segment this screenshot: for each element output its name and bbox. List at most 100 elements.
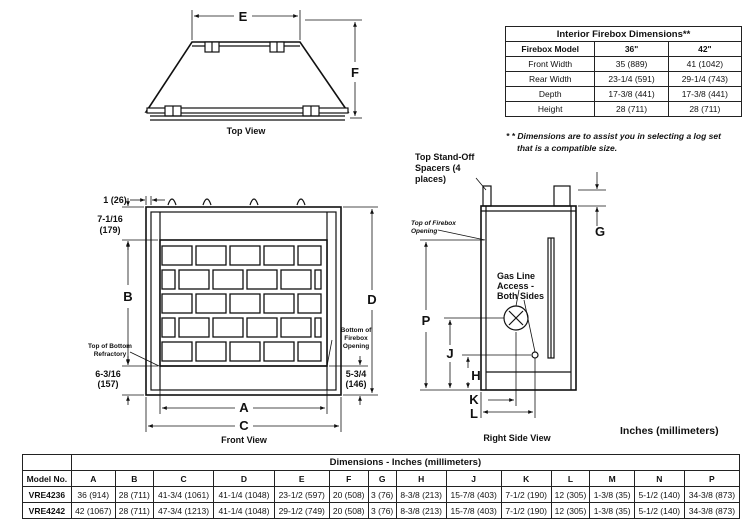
table-header: B xyxy=(114,470,154,487)
table-cell: 8-3/8 (213) xyxy=(395,502,447,519)
brick xyxy=(195,293,227,314)
firebox-table-title: Interior Firebox Dimensions** xyxy=(505,26,742,42)
note-line-2: that is a compatible size. xyxy=(517,143,618,153)
brick xyxy=(161,317,176,338)
dim-g-label: G xyxy=(595,224,605,239)
table-row: Depth 17-3/8 (441) 17-3/8 (441) xyxy=(504,86,743,102)
table-cell: 12 (305) xyxy=(550,486,591,503)
table-cell: 34-3/8 (873) xyxy=(683,502,741,519)
dim-j-label: J xyxy=(446,346,453,361)
table-header: Firebox Model xyxy=(504,41,596,57)
brick xyxy=(297,341,322,362)
table-cell: 23-1/2 (597) xyxy=(273,486,330,503)
table-cell: Front Width xyxy=(504,56,596,72)
brick xyxy=(212,317,244,338)
firebox-open-label-2: Firebox xyxy=(344,335,368,342)
front-view-dimensions xyxy=(122,196,378,432)
brick xyxy=(161,269,176,290)
dim-l-label: L xyxy=(470,406,478,421)
table-cell: 15-7/8 (403) xyxy=(445,502,502,519)
table-cell: Depth xyxy=(504,86,596,102)
dimensions-table-title: Dimensions - Inches (millimeters) xyxy=(70,454,741,471)
brick xyxy=(246,317,278,338)
table-cell: 20 (508) xyxy=(328,486,369,503)
model-number-cell: VRE4236 xyxy=(22,486,72,503)
table-header: H xyxy=(395,470,447,487)
table-cell: 17-3/8 (441) xyxy=(594,86,669,102)
table-header: M xyxy=(589,470,635,487)
table-cell: 41-3/4 (1061) xyxy=(152,486,215,503)
spacers-label-2: Spacers (4 xyxy=(415,163,461,173)
table-cell: 29-1/2 (749) xyxy=(273,502,330,519)
table-header: N xyxy=(633,470,685,487)
table-header: D xyxy=(213,470,275,487)
table-cell: 3 (76) xyxy=(367,502,397,519)
units-label: Inches (millimeters) xyxy=(620,425,719,437)
table-cell: 20 (508) xyxy=(328,502,369,519)
refractory-label-2: Refractory xyxy=(94,351,127,358)
table-cell: 7-1/2 (190) xyxy=(500,486,552,503)
log-set-note: * * Dimensions are to assist you in sele… xyxy=(506,130,746,154)
table-cell: 47-3/4 (1213) xyxy=(152,502,215,519)
side-view-dimensions xyxy=(420,172,606,418)
table-header: C xyxy=(152,470,215,487)
table-cell: 41-1/4 (1048) xyxy=(213,502,275,519)
table-header: G xyxy=(367,470,397,487)
table-cell: 41-1/4 (1048) xyxy=(213,486,275,503)
table-cell: 34-3/8 (873) xyxy=(683,486,741,503)
dim-5-label: 5-3/4 xyxy=(346,369,367,379)
dim-a-label: A xyxy=(239,400,249,415)
refractory-label-1: Top of Bottom xyxy=(88,343,132,350)
note-line-1: * * Dimensions are to assist you in sele… xyxy=(506,131,721,141)
table-cell: 36 (914) xyxy=(70,486,116,503)
table-header: L xyxy=(550,470,591,487)
brick xyxy=(263,293,295,314)
table-row: Rear Width 23-1/4 (591) 29-1/4 (743) xyxy=(504,71,743,87)
firebox-dimensions-table: Interior Firebox Dimensions** Firebox Mo… xyxy=(504,26,743,117)
table-cell: 12 (305) xyxy=(550,502,591,519)
top-view-dim-e: E xyxy=(239,9,248,24)
table-cell: 5-1/2 (140) xyxy=(633,502,685,519)
table-cell: 23-1/4 (591) xyxy=(594,71,669,87)
table-cell: Rear Width xyxy=(504,71,596,87)
firebox-open-label-3: Opening xyxy=(343,343,369,350)
brick xyxy=(314,269,322,290)
table-cell: 3 (76) xyxy=(367,486,397,503)
table-cell: Height xyxy=(504,101,596,117)
table-header: Model No. xyxy=(22,470,72,487)
dim-5-mm-label: (146) xyxy=(345,379,366,389)
brick xyxy=(297,293,322,314)
spacers-label-1: Top Stand-Off xyxy=(415,152,475,162)
dim-c-label: C xyxy=(239,418,249,433)
table-cell: 28 (711) xyxy=(114,486,154,503)
gas-line-label-3: Both Sides xyxy=(497,291,544,301)
brick xyxy=(246,269,278,290)
table-cell: 1-3/8 (35) xyxy=(589,502,635,519)
dim-p-label: P xyxy=(422,313,431,328)
gas-line-label-2: Access - xyxy=(497,281,534,291)
table-header: E xyxy=(273,470,330,487)
dim-1-label: 1 (26) xyxy=(103,195,127,205)
table-header: P xyxy=(683,470,741,487)
table-cell: 1-3/8 (35) xyxy=(589,486,635,503)
top-firebox-label-2: Opening xyxy=(411,228,437,235)
dim-d-label: D xyxy=(367,292,376,307)
table-cell: 28 (711) xyxy=(114,502,154,519)
brick xyxy=(263,245,295,266)
dim-h-label: H xyxy=(471,368,480,383)
dim-6-mm-label: (157) xyxy=(97,379,118,389)
brick xyxy=(297,245,322,266)
table-header: K xyxy=(500,470,552,487)
brick xyxy=(195,341,227,362)
table-cell: 7-1/2 (190) xyxy=(500,502,552,519)
table-cell: 35 (889) xyxy=(594,56,669,72)
table-header: A xyxy=(70,470,116,487)
table-header: 36" xyxy=(594,41,669,57)
brick xyxy=(161,245,193,266)
table-row: Firebox Model 36" 42" xyxy=(504,41,743,57)
dim-k-label: K xyxy=(469,392,479,407)
dim-b-label: B xyxy=(123,289,132,304)
table-cell: 29-1/4 (743) xyxy=(667,71,743,87)
